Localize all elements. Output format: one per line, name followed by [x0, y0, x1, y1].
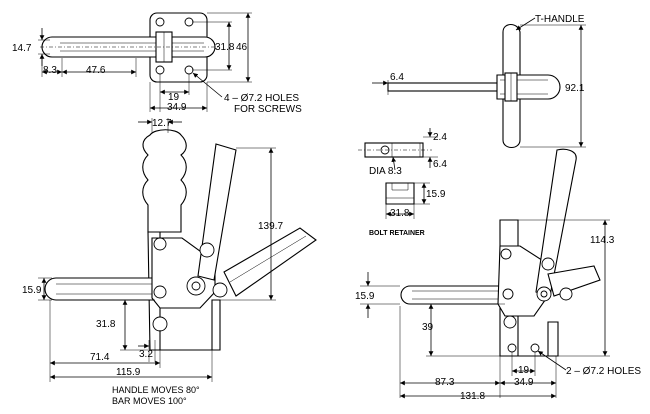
t-handle-view: T-HANDLE 6.4 92.1 [372, 14, 586, 149]
dim-139-7: 139.7 [258, 221, 283, 232]
holes-note-top: 4 – Ø7.2 HOLES [224, 93, 299, 104]
dim-87-3: 87.3 [435, 377, 455, 388]
dim-31-8-side: 31.8 [96, 319, 116, 330]
dim-71-4: 71.4 [90, 352, 110, 363]
top-view-hole [155, 17, 165, 27]
top-view: 14.7 8.3 47.6 31.8 46 19 34.9 4 – Ø7.2 H… [12, 12, 302, 115]
bolt-retainer-label: BOLT RETAINER [369, 230, 425, 237]
retainer-body [385, 182, 415, 205]
dim-131-8: 131.8 [460, 391, 485, 402]
t-handle-label: T-HANDLE [535, 14, 585, 25]
dim-15-9-alt: 15.9 [355, 291, 375, 302]
dim-14-7: 14.7 [12, 43, 32, 54]
dim-6-4-bolt: 6.4 [433, 159, 447, 170]
bar-moves-note: BAR MOVES 100° [112, 396, 187, 406]
handle-moves-note: HANDLE MOVES 80° [112, 385, 200, 395]
alt-side-view: 114.3 15.9 39 19 87.3 34.9 131.8 2 – Ø7.… [355, 148, 641, 402]
dim-15-9-side: 15.9 [22, 285, 42, 296]
screws-note: FOR SCREWS [234, 104, 302, 115]
pin [152, 316, 168, 332]
top-view-hole [184, 65, 194, 75]
dim-31-8-retainer: 31.8 [390, 208, 410, 219]
dim-34-9-alt: 34.9 [514, 377, 534, 388]
pin [212, 282, 228, 298]
dim-34-9: 34.9 [167, 102, 187, 113]
dim-114-3: 114.3 [590, 235, 615, 246]
pin [153, 285, 167, 299]
alt-arm [547, 265, 601, 297]
retainer-view: 15.9 31.8 BOLT RETAINER [369, 182, 446, 237]
dim-31-8: 31.8 [215, 42, 235, 53]
bolt-view: 2.4 6.4 DIA 8.3 [358, 128, 447, 177]
top-view-hole [184, 17, 194, 27]
dim-92-1: 92.1 [565, 83, 585, 94]
pin [153, 237, 167, 251]
dim-8-3: 8.3 [43, 65, 57, 76]
dim-115-9: 115.9 [116, 367, 141, 378]
dim-19: 19 [168, 92, 180, 103]
dim-6-4-thandle: 6.4 [390, 72, 404, 83]
dim-12-7: 12.7 [152, 118, 172, 129]
alt-bar [400, 285, 506, 305]
dim-46: 46 [236, 42, 248, 53]
dim-47-6: 47.6 [86, 65, 106, 76]
pin [199, 242, 215, 258]
side-view-bar [44, 277, 161, 301]
dim-19-alt: 19 [518, 365, 530, 376]
dim-dia-8-3: DIA 8.3 [369, 166, 402, 177]
side-view: 12.7 139.7 15.9 31.8 3.2 71.4 115.9 HAND… [22, 118, 317, 406]
dim-15-9-retainer: 15.9 [426, 189, 446, 200]
dim-2-4: 2.4 [433, 132, 447, 143]
side-view-handle [142, 129, 187, 233]
dim-3-2: 3.2 [139, 349, 153, 360]
side-view-lever [197, 143, 237, 281]
top-view-hole [155, 65, 165, 75]
dim-39: 39 [422, 322, 434, 333]
holes-note-alt: 2 – Ø7.2 HOLES [566, 366, 641, 377]
pin [191, 281, 201, 291]
